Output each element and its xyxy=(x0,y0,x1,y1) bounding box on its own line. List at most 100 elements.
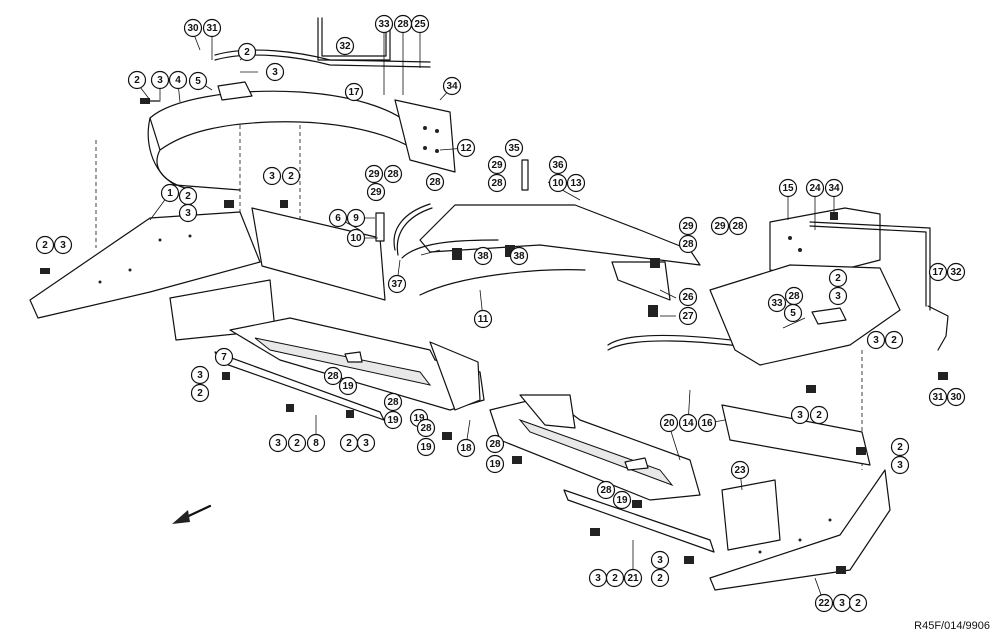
callout-29: 29 xyxy=(364,164,384,184)
callout-number: 28 xyxy=(327,371,339,382)
callout-circle xyxy=(374,14,394,34)
callout-number: 14 xyxy=(682,418,694,429)
callout-circle xyxy=(678,413,698,433)
callout-16: 16 xyxy=(697,413,717,433)
callout-circle xyxy=(35,235,55,255)
callout-3: 3 xyxy=(588,568,608,588)
callout-number: 38 xyxy=(513,251,525,262)
callout-7: 7 xyxy=(214,347,234,367)
callout-circle xyxy=(214,347,234,367)
callout-circle xyxy=(828,286,848,306)
callout-2: 2 xyxy=(884,330,904,350)
callout-circle xyxy=(202,18,222,38)
callout-25: 25 xyxy=(410,14,430,34)
callout-circle xyxy=(678,306,698,326)
left-lower-deflector xyxy=(214,317,485,421)
callout-number: 3 xyxy=(873,335,879,346)
callout-33: 33 xyxy=(767,293,787,313)
callout-number: 19 xyxy=(616,495,628,506)
callout-circle xyxy=(824,178,844,198)
callout-circle xyxy=(338,376,358,396)
callout-28: 28 xyxy=(323,366,343,386)
callout-3: 3 xyxy=(866,330,886,350)
callout-number: 28 xyxy=(788,291,800,302)
callout-4: 4 xyxy=(168,70,188,90)
callout-12: 12 xyxy=(456,138,476,158)
callout-number: 3 xyxy=(835,291,841,302)
callout-number: 2 xyxy=(197,388,203,399)
callout-19: 19 xyxy=(485,454,505,474)
callout-circle xyxy=(183,18,203,38)
callout-circle xyxy=(323,366,343,386)
callout-number: 36 xyxy=(552,160,564,171)
callout-number: 3 xyxy=(197,370,203,381)
callout-circle xyxy=(53,235,73,255)
callout-number: 2 xyxy=(897,442,903,453)
callout-2: 2 xyxy=(650,568,670,588)
callout-circle xyxy=(262,166,282,186)
callout-number: 3 xyxy=(797,410,803,421)
arrow-icon xyxy=(172,504,212,524)
callout-circle xyxy=(364,164,384,184)
callout-circle xyxy=(456,138,476,158)
callout-circle xyxy=(650,550,670,570)
callout-circle xyxy=(127,70,147,90)
callout-circle xyxy=(728,216,748,236)
callout-28: 28 xyxy=(784,286,804,306)
callout-circle xyxy=(659,413,679,433)
callout-circle xyxy=(487,173,507,193)
callout-32: 32 xyxy=(946,262,966,282)
callout-29: 29 xyxy=(366,182,386,202)
callout-circle xyxy=(678,216,698,236)
callout-number: 23 xyxy=(734,465,746,476)
callout-34: 34 xyxy=(824,178,844,198)
callout-number: 12 xyxy=(460,143,472,154)
callout-number: 28 xyxy=(387,397,399,408)
callout-number: 3 xyxy=(839,598,845,609)
callout-2: 2 xyxy=(828,268,848,288)
callout-number: 28 xyxy=(387,169,399,180)
left-side-panel xyxy=(29,207,386,341)
callout-circle xyxy=(281,166,301,186)
callout-circle xyxy=(946,262,966,282)
callout-circle xyxy=(783,303,803,323)
callout-31: 31 xyxy=(202,18,222,38)
callout-number: 20 xyxy=(663,418,675,429)
callout-number: 10 xyxy=(350,233,362,244)
callout-circle xyxy=(344,82,364,102)
callout-number: 32 xyxy=(950,267,962,278)
callout-19: 19 xyxy=(612,490,632,510)
callout-number: 15 xyxy=(782,183,794,194)
callout-number: 33 xyxy=(378,19,390,30)
callout-circle xyxy=(265,62,285,82)
callout-17: 17 xyxy=(928,262,948,282)
callout-5: 5 xyxy=(188,71,208,91)
callout-2: 2 xyxy=(605,568,625,588)
callout-30: 30 xyxy=(946,387,966,407)
callout-29: 29 xyxy=(487,155,507,175)
callout-number: 3 xyxy=(272,67,278,78)
callout-number: 30 xyxy=(187,23,199,34)
callout-13: 13 xyxy=(566,173,586,193)
callout-circle xyxy=(178,203,198,223)
callout-circle xyxy=(697,413,717,433)
callout-circle xyxy=(188,71,208,91)
callout-2: 2 xyxy=(281,166,301,186)
callout-circle xyxy=(566,173,586,193)
callout-number: 1 xyxy=(167,188,173,199)
callout-circle xyxy=(848,593,868,613)
callout-14: 14 xyxy=(678,413,698,433)
callout-2: 2 xyxy=(809,405,829,425)
callout-number: 3 xyxy=(275,438,281,449)
callout-number: 31 xyxy=(932,392,944,403)
callout-28: 28 xyxy=(425,172,445,192)
callout-number: 17 xyxy=(348,87,360,98)
callout-3: 3 xyxy=(190,365,210,385)
callout-number: 18 xyxy=(460,443,472,454)
callout-number: 4 xyxy=(175,75,181,86)
callout-circle xyxy=(548,173,568,193)
callout-number: 3 xyxy=(157,75,163,86)
callout-circle xyxy=(366,182,386,202)
callout-28: 28 xyxy=(728,216,748,236)
callout-2: 2 xyxy=(339,433,359,453)
